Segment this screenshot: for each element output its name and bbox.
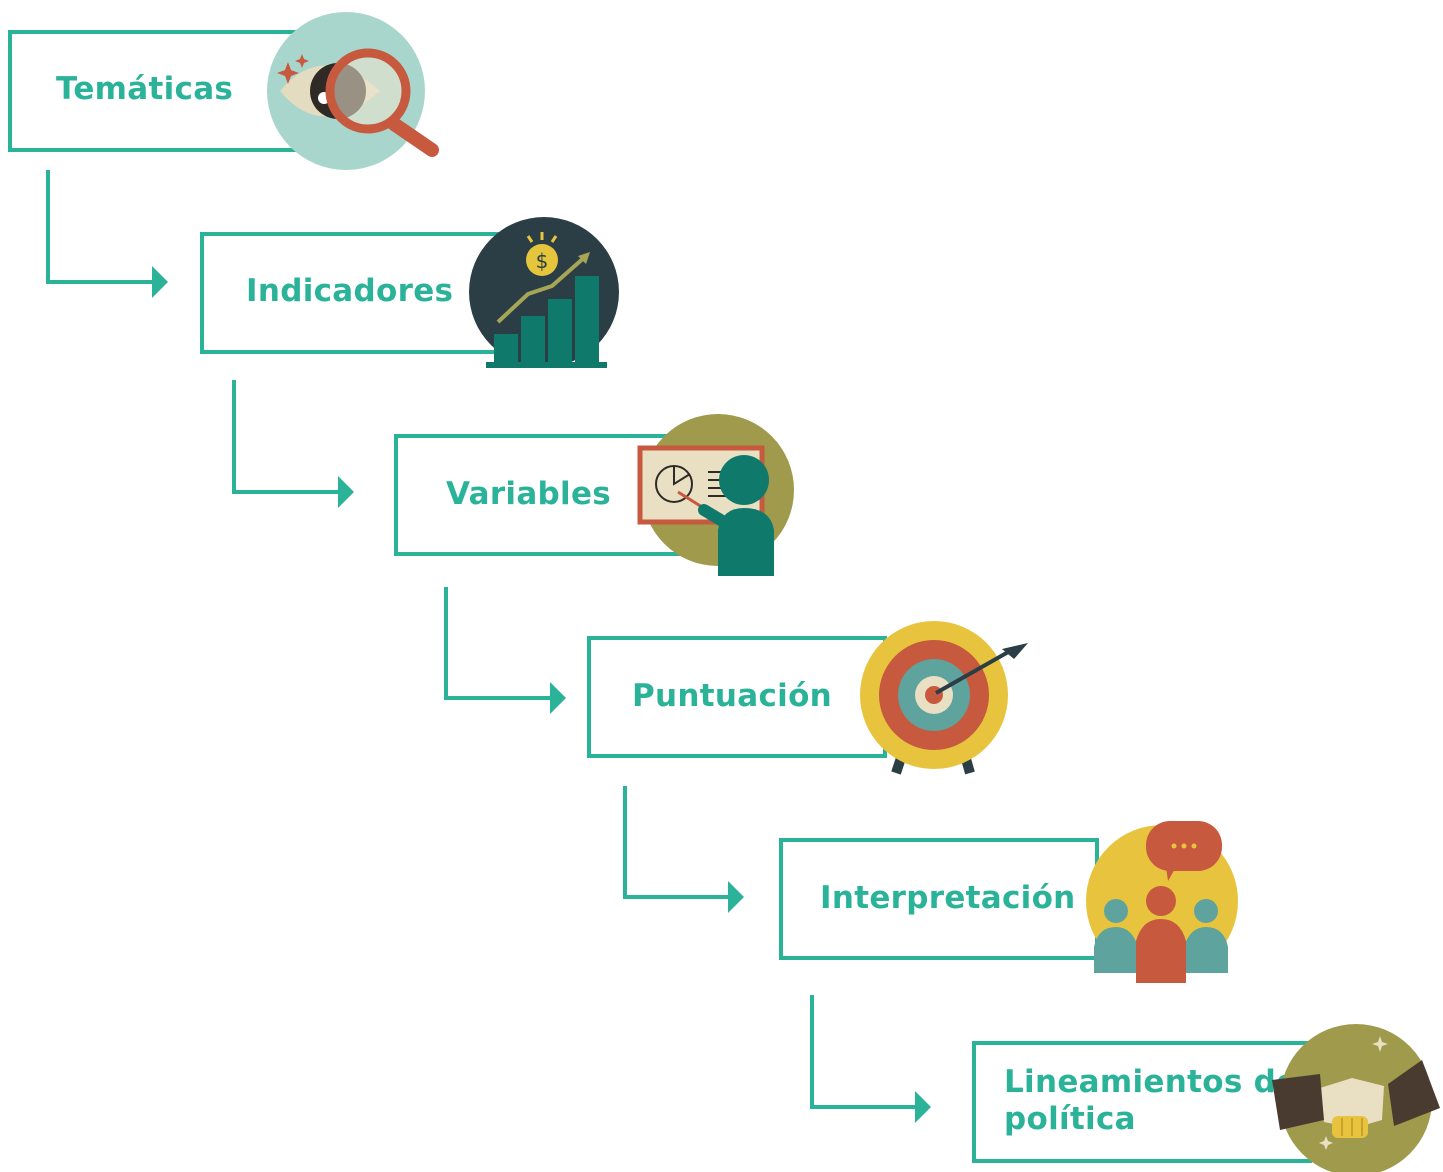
connector-3 — [444, 587, 566, 714]
step-box-puntuacion — [587, 636, 887, 758]
people-discussion-icon — [1086, 821, 1238, 983]
step-label-lineamientos-line1: Lineamientos de — [1004, 1064, 1298, 1100]
svg-text:$: $ — [536, 249, 549, 273]
step-label-lineamientos-line2: política — [1004, 1101, 1136, 1137]
step-label-variables: Variables — [446, 476, 612, 512]
connector-1 — [46, 170, 168, 298]
handshake-icon — [1272, 1024, 1440, 1172]
connector-5 — [810, 995, 931, 1123]
step-label-indicadores: Indicadores — [246, 273, 454, 309]
target-arrow-icon — [860, 621, 1028, 775]
connector-4 — [623, 786, 744, 913]
step-label-puntuacion: Puntuación — [632, 678, 833, 714]
eye-magnifier-icon — [267, 12, 439, 170]
step-label-interpretacion: Interpretación — [820, 880, 1076, 916]
growth-chart-dollar-icon: $ — [469, 217, 619, 368]
connector-2 — [232, 380, 354, 508]
step-box-tematicas — [8, 30, 308, 152]
step-box-interpretacion — [779, 838, 1099, 960]
step-label-tematicas: Temáticas — [56, 71, 234, 107]
presenter-whiteboard-icon — [637, 414, 794, 576]
